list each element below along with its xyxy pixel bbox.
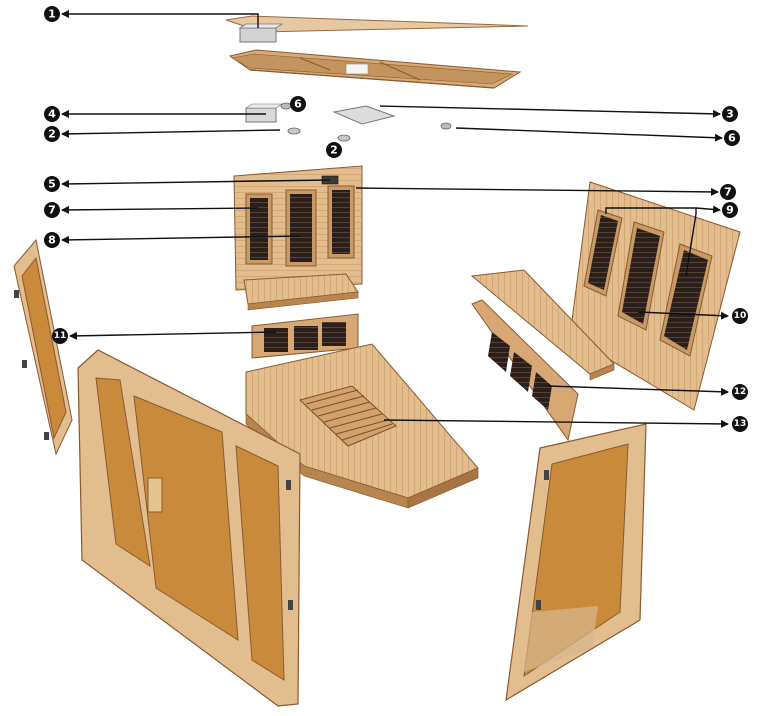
callout-6b: 6: [724, 130, 740, 146]
leader-7b: [355, 187, 719, 196]
reading-light-3: [332, 105, 396, 125]
speaker-left: [280, 102, 292, 110]
callout-10-label: 10: [734, 311, 747, 321]
side-panel-left: [13, 238, 73, 456]
door-handle: [147, 477, 163, 513]
callout-2a-label: 2: [48, 128, 56, 141]
callout-10: 10: [732, 308, 748, 324]
leader-9-bar: [605, 207, 697, 214]
callout-9: 9: [722, 202, 738, 218]
callout-13-label: 13: [734, 419, 747, 429]
callout-12-label: 12: [734, 387, 747, 397]
callout-6b-label: 6: [728, 132, 736, 145]
callout-3: 3: [722, 106, 738, 122]
leader-3: [379, 105, 721, 118]
callout-7a: 7: [44, 202, 60, 218]
floor-mat-13: [299, 385, 397, 447]
back-bench-left: [243, 273, 359, 311]
callout-2a: 2: [44, 126, 60, 142]
callout-3-label: 3: [726, 108, 734, 121]
callout-1-label: 1: [48, 8, 56, 21]
callout-4-label: 4: [48, 108, 56, 121]
leader-lines: [61, 10, 729, 428]
leader-13: [383, 419, 729, 428]
callout-2b-label: 2: [330, 144, 338, 157]
callout-6a-label: 6: [294, 98, 302, 111]
speaker-right: [440, 122, 452, 130]
callout-1: 1: [44, 6, 60, 22]
callout-11: 11: [52, 328, 68, 344]
callout-7b: 7: [720, 184, 736, 200]
callout-9-label: 9: [726, 204, 734, 217]
callout-4: 4: [44, 106, 60, 122]
callout-2b: 2: [326, 142, 342, 158]
vent-left: [287, 127, 301, 135]
callout-5: 5: [44, 176, 60, 192]
leader-12: [547, 385, 729, 396]
leader-1: [61, 10, 259, 28]
roof-light-box: [238, 23, 284, 43]
leader-5: [61, 179, 331, 188]
leader-9: [695, 205, 721, 214]
back-wall-left: [233, 165, 363, 291]
front-door-panel: [77, 349, 301, 707]
ceiling-frame: [228, 49, 522, 89]
callout-5-label: 5: [48, 178, 56, 191]
callout-12: 12: [732, 384, 748, 400]
callout-6a: 6: [290, 96, 306, 112]
leader-10: [637, 311, 729, 320]
callout-7a-label: 7: [48, 204, 56, 217]
callout-7b-label: 7: [724, 186, 732, 199]
callout-8-label: 8: [48, 234, 56, 247]
leader-8: [61, 235, 301, 244]
back-wall-right: [569, 181, 741, 411]
leader-9-down: [685, 213, 697, 277]
side-panel-right: [505, 423, 647, 702]
leader-6b: [455, 127, 723, 142]
leader-7a: [61, 205, 259, 214]
leader-2a: [61, 129, 281, 138]
bench-heater-12: [471, 299, 579, 442]
control-box: [245, 103, 283, 123]
bench-top-right: [470, 269, 615, 381]
callout-13: 13: [732, 416, 748, 432]
callout-11-label: 11: [54, 331, 67, 341]
vent-center: [337, 134, 351, 142]
callout-8: 8: [44, 232, 60, 248]
leader-11: [69, 331, 277, 340]
